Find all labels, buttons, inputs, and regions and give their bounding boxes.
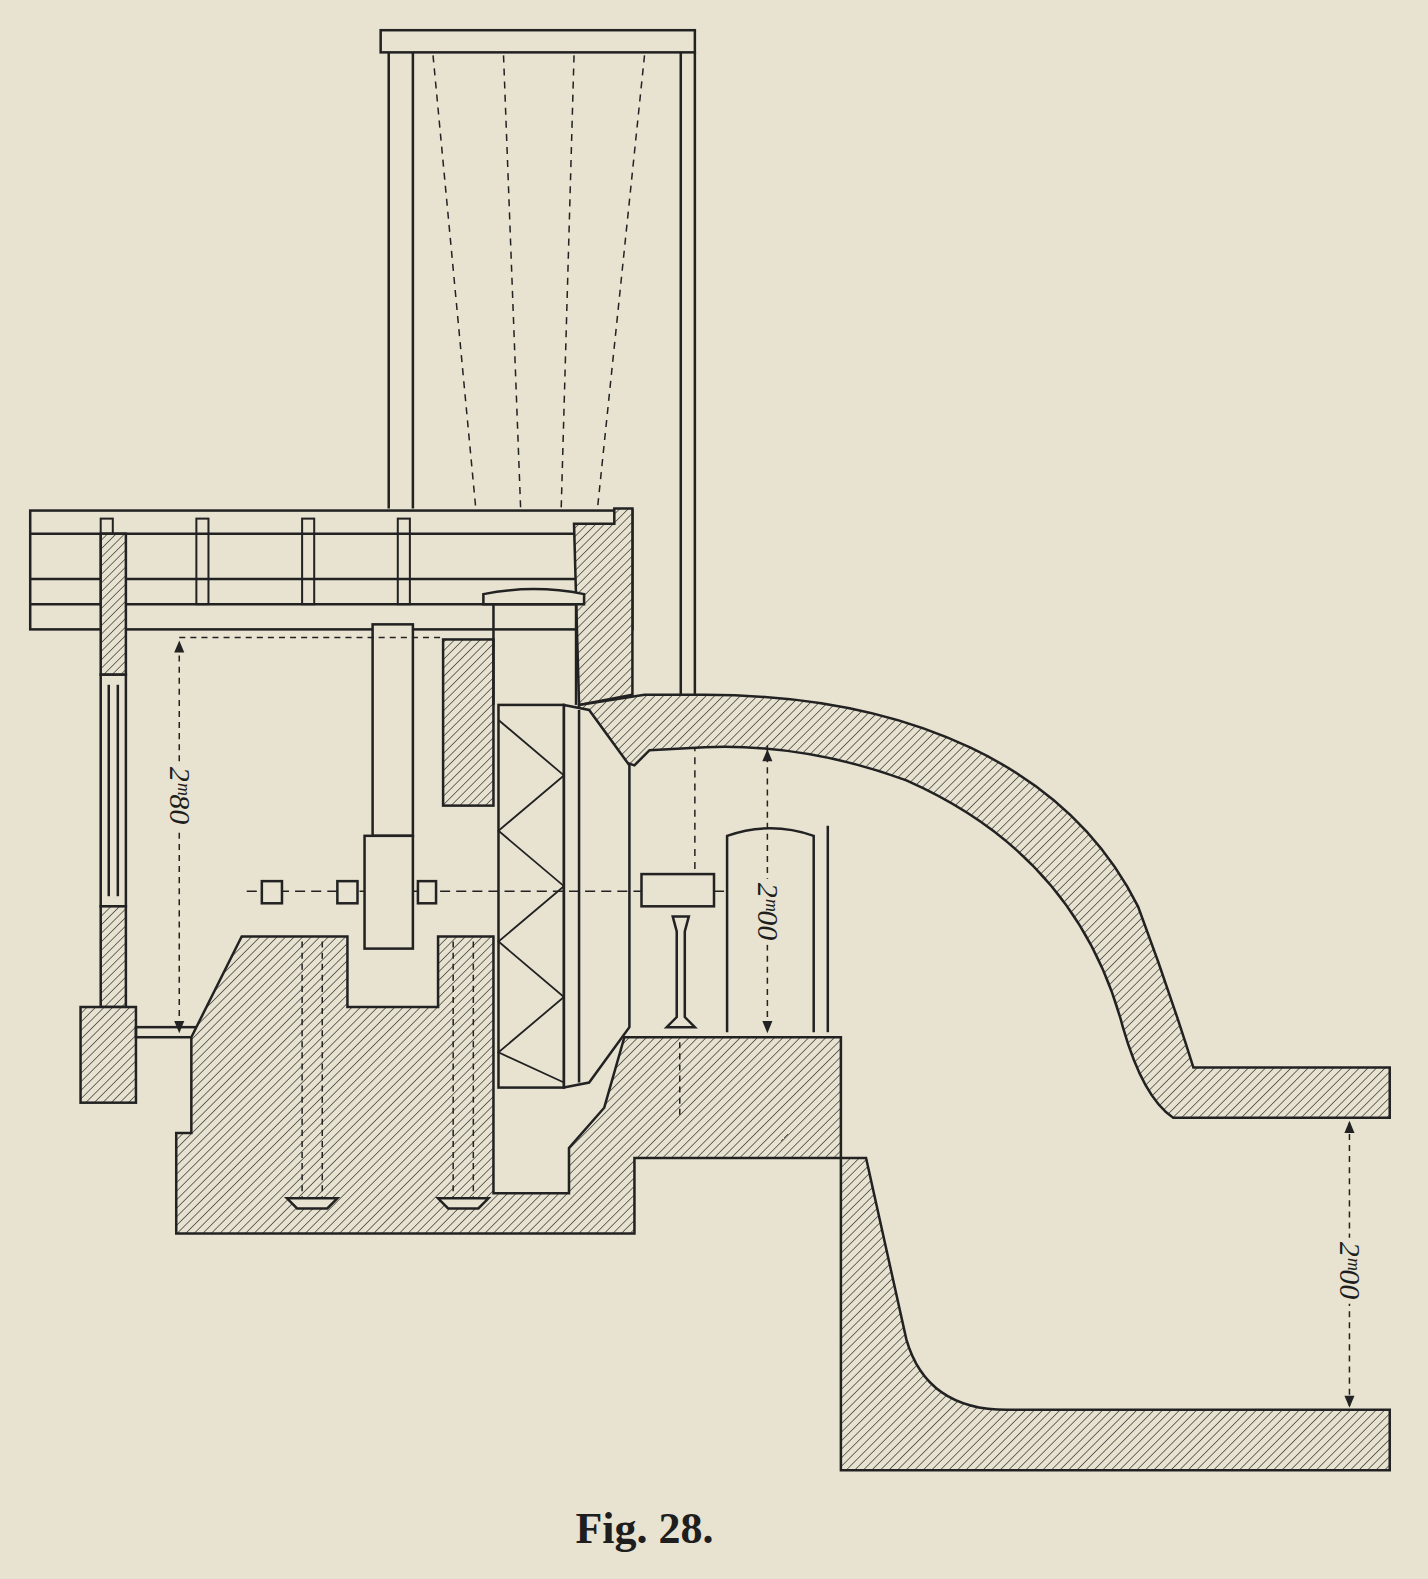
figure-caption: Fig. 28. <box>575 1503 713 1554</box>
dimension-label: 2ᵐ00 <box>1335 1238 1368 1304</box>
dimension-label: 2ᵐ80 <box>165 763 198 829</box>
dimension-label: 2ᵐ00 <box>753 879 786 945</box>
stack-cap <box>381 30 695 52</box>
